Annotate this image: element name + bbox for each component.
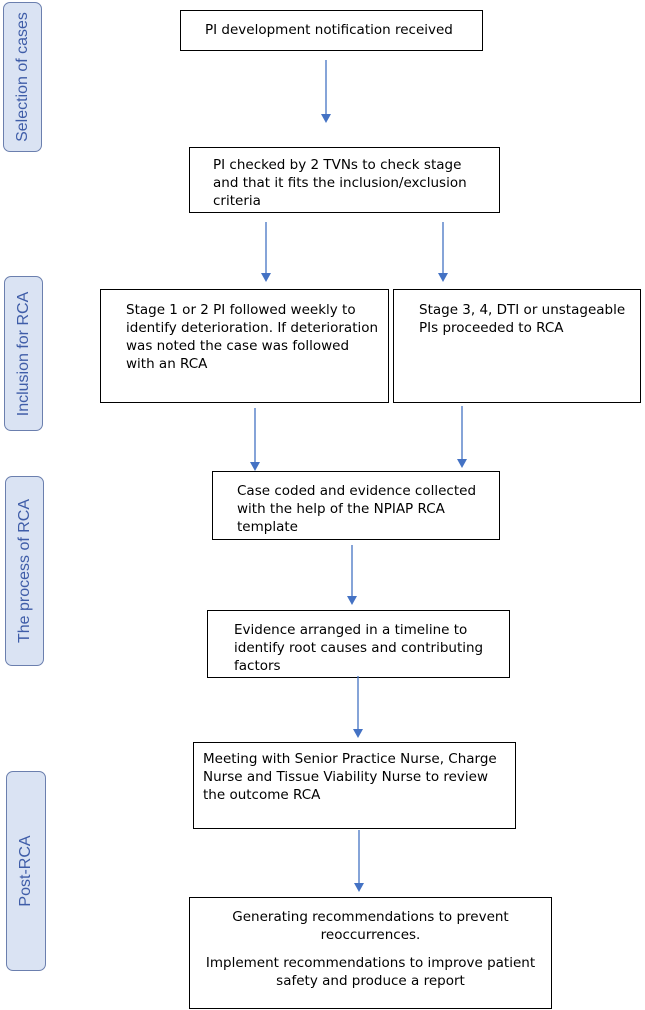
box-text: Meeting with Senior Practice Nurse, Char… [203, 751, 497, 803]
phase-process-of-rca: The process of RCA [5, 476, 44, 666]
box-stage-3-4: Stage 3, 4, DTI or unstageable PIs proce… [393, 289, 641, 403]
recommendations-text: Generating recommendations to prevent re… [232, 909, 509, 943]
box-text: Case coded and evidence collected with t… [237, 483, 477, 535]
box-pi-checked: PI checked by 2 TVNs to check stage and … [189, 147, 500, 213]
arrowhead [457, 459, 467, 468]
box-text: PI development notification received [205, 22, 453, 38]
arrowhead [354, 883, 364, 892]
phase-inclusion-for-rca: Inclusion for RCA [4, 276, 43, 431]
box-text: PI checked by 2 TVNs to check stage and … [213, 157, 467, 209]
box-case-coded: Case coded and evidence collected with t… [212, 471, 500, 540]
arrowhead [321, 114, 331, 123]
box-stage-1-2: Stage 1 or 2 PI followed weekly to ident… [100, 289, 389, 403]
arrowhead [438, 273, 448, 282]
arrowhead [261, 273, 271, 282]
arrowhead [347, 596, 357, 605]
box-text: Stage 3, 4, DTI or unstageable PIs proce… [419, 302, 626, 336]
box-review-meeting: Meeting with Senior Practice Nurse, Char… [193, 742, 516, 829]
phase-post-rca: Post-RCA [6, 771, 46, 971]
box-evidence-timeline: Evidence arranged in a timeline to ident… [207, 610, 510, 678]
box-recommendations: Generating recommendations to prevent re… [189, 897, 552, 1009]
box-text: Evidence arranged in a timeline to ident… [234, 622, 484, 674]
phase-selection-of-cases: Selection of cases [3, 2, 42, 152]
arrowhead [250, 462, 260, 471]
implement-text: Implement recommendations to improve pat… [205, 955, 536, 989]
box-notification-received: PI development notification received [180, 10, 483, 51]
box-text: Stage 1 or 2 PI followed weekly to ident… [126, 302, 379, 372]
arrowhead [353, 729, 363, 738]
